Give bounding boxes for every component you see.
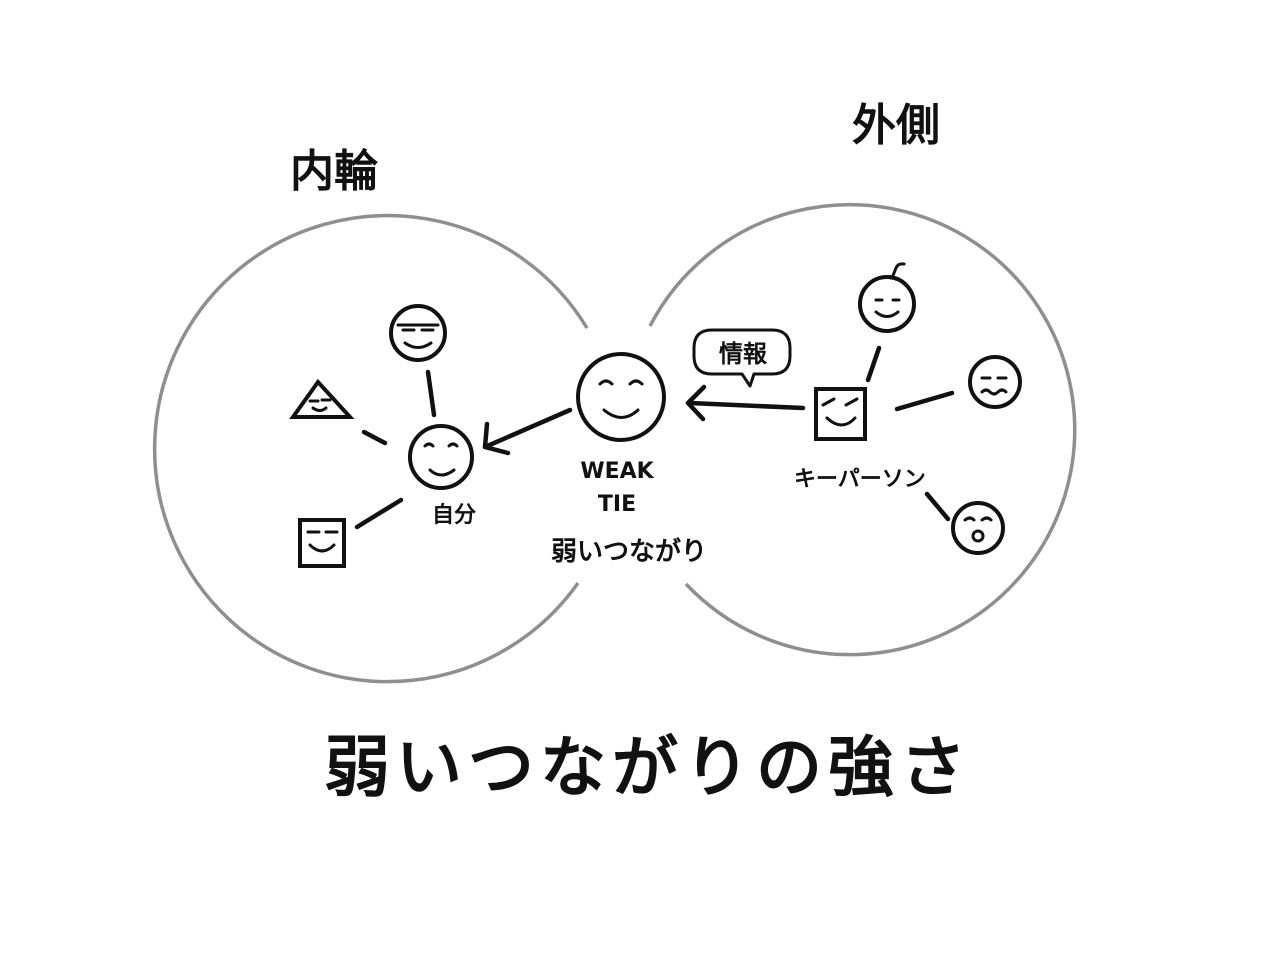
inner-friend-triangle-face	[289, 378, 355, 419]
link-key-person-sprout	[865, 345, 882, 383]
key-person-face	[814, 387, 867, 441]
inner-circle-label: 内輪	[290, 146, 378, 197]
link-key-person-wavy	[894, 390, 955, 412]
outer-circle-ring	[648, 202, 1077, 657]
weak-tie-label-jp: 弱いつながり	[551, 536, 707, 567]
outer-circle-label: 外側	[852, 100, 940, 151]
link-glasses-self	[425, 369, 437, 418]
info-bubble	[692, 328, 792, 388]
diagram-title: 弱いつながりの強さ	[324, 729, 972, 806]
key-person-label: キーパーソン	[794, 467, 926, 492]
info-bubble-label: 情報	[719, 340, 768, 368]
inner-friend-glasses-face	[389, 304, 447, 362]
outer-friend-surprised-face	[951, 501, 1005, 555]
weak-tie-label-line1: WEAK	[580, 459, 654, 484]
link-square-self	[354, 497, 404, 530]
outer-friend-wavy-face	[968, 355, 1022, 409]
self-face	[408, 424, 474, 490]
inner-friend-square-face	[298, 518, 346, 568]
weak-tie-label-line2: TIE	[598, 492, 636, 517]
inner-circle-ring	[152, 213, 589, 684]
weak-tie-face	[576, 352, 666, 442]
outer-friend-sprout-face	[858, 262, 916, 333]
link-key-person-surprised	[924, 491, 951, 522]
arrow-weak-tie-to-self	[482, 407, 573, 456]
link-triangle-self	[361, 429, 388, 446]
self-label: 自分	[432, 502, 476, 528]
arrow-key-person-to-weak-tie	[685, 384, 806, 422]
